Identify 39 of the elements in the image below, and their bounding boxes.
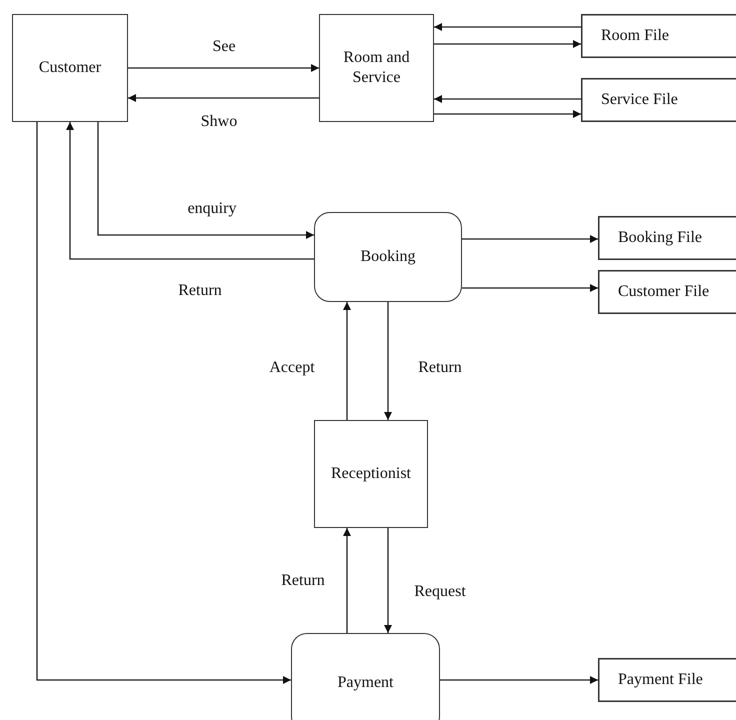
process-box	[319, 14, 434, 122]
arrow	[128, 94, 319, 102]
node-label: Customer	[38, 58, 102, 78]
process-box	[291, 633, 440, 720]
node-label: Room File	[601, 26, 670, 46]
edge-label: enquiry	[186, 200, 238, 218]
data-store	[598, 658, 736, 702]
arrow	[128, 64, 319, 72]
arrow	[434, 40, 581, 48]
arrow	[434, 110, 581, 118]
process-box	[314, 420, 428, 528]
edge-label: Request	[412, 583, 468, 601]
arrow	[440, 676, 598, 684]
node-label: Receptionist	[331, 464, 411, 484]
data-store	[581, 14, 736, 58]
data-store	[598, 216, 736, 260]
arrow	[384, 528, 392, 633]
arrow	[343, 302, 351, 420]
arrow	[97, 122, 314, 239]
data-store	[581, 78, 736, 122]
arrow	[36, 122, 291, 684]
arrow	[434, 95, 581, 103]
node-label: Service File	[601, 90, 678, 110]
node-label: Customer File	[618, 282, 710, 302]
node-label: Room and Service	[342, 48, 411, 88]
process-box	[314, 212, 462, 302]
node-label: Payment File	[618, 670, 703, 690]
arrow	[462, 235, 598, 243]
node-label: Booking	[360, 247, 416, 267]
arrow	[462, 284, 598, 292]
arrow	[66, 122, 314, 260]
node-label: Booking File	[618, 228, 702, 248]
data-store	[598, 270, 736, 314]
arrow	[343, 528, 351, 633]
process-box	[12, 14, 128, 122]
edge-label: Accept	[267, 359, 317, 377]
arrow	[384, 302, 392, 420]
arrow	[434, 23, 581, 31]
node-label: Payment	[338, 673, 394, 693]
